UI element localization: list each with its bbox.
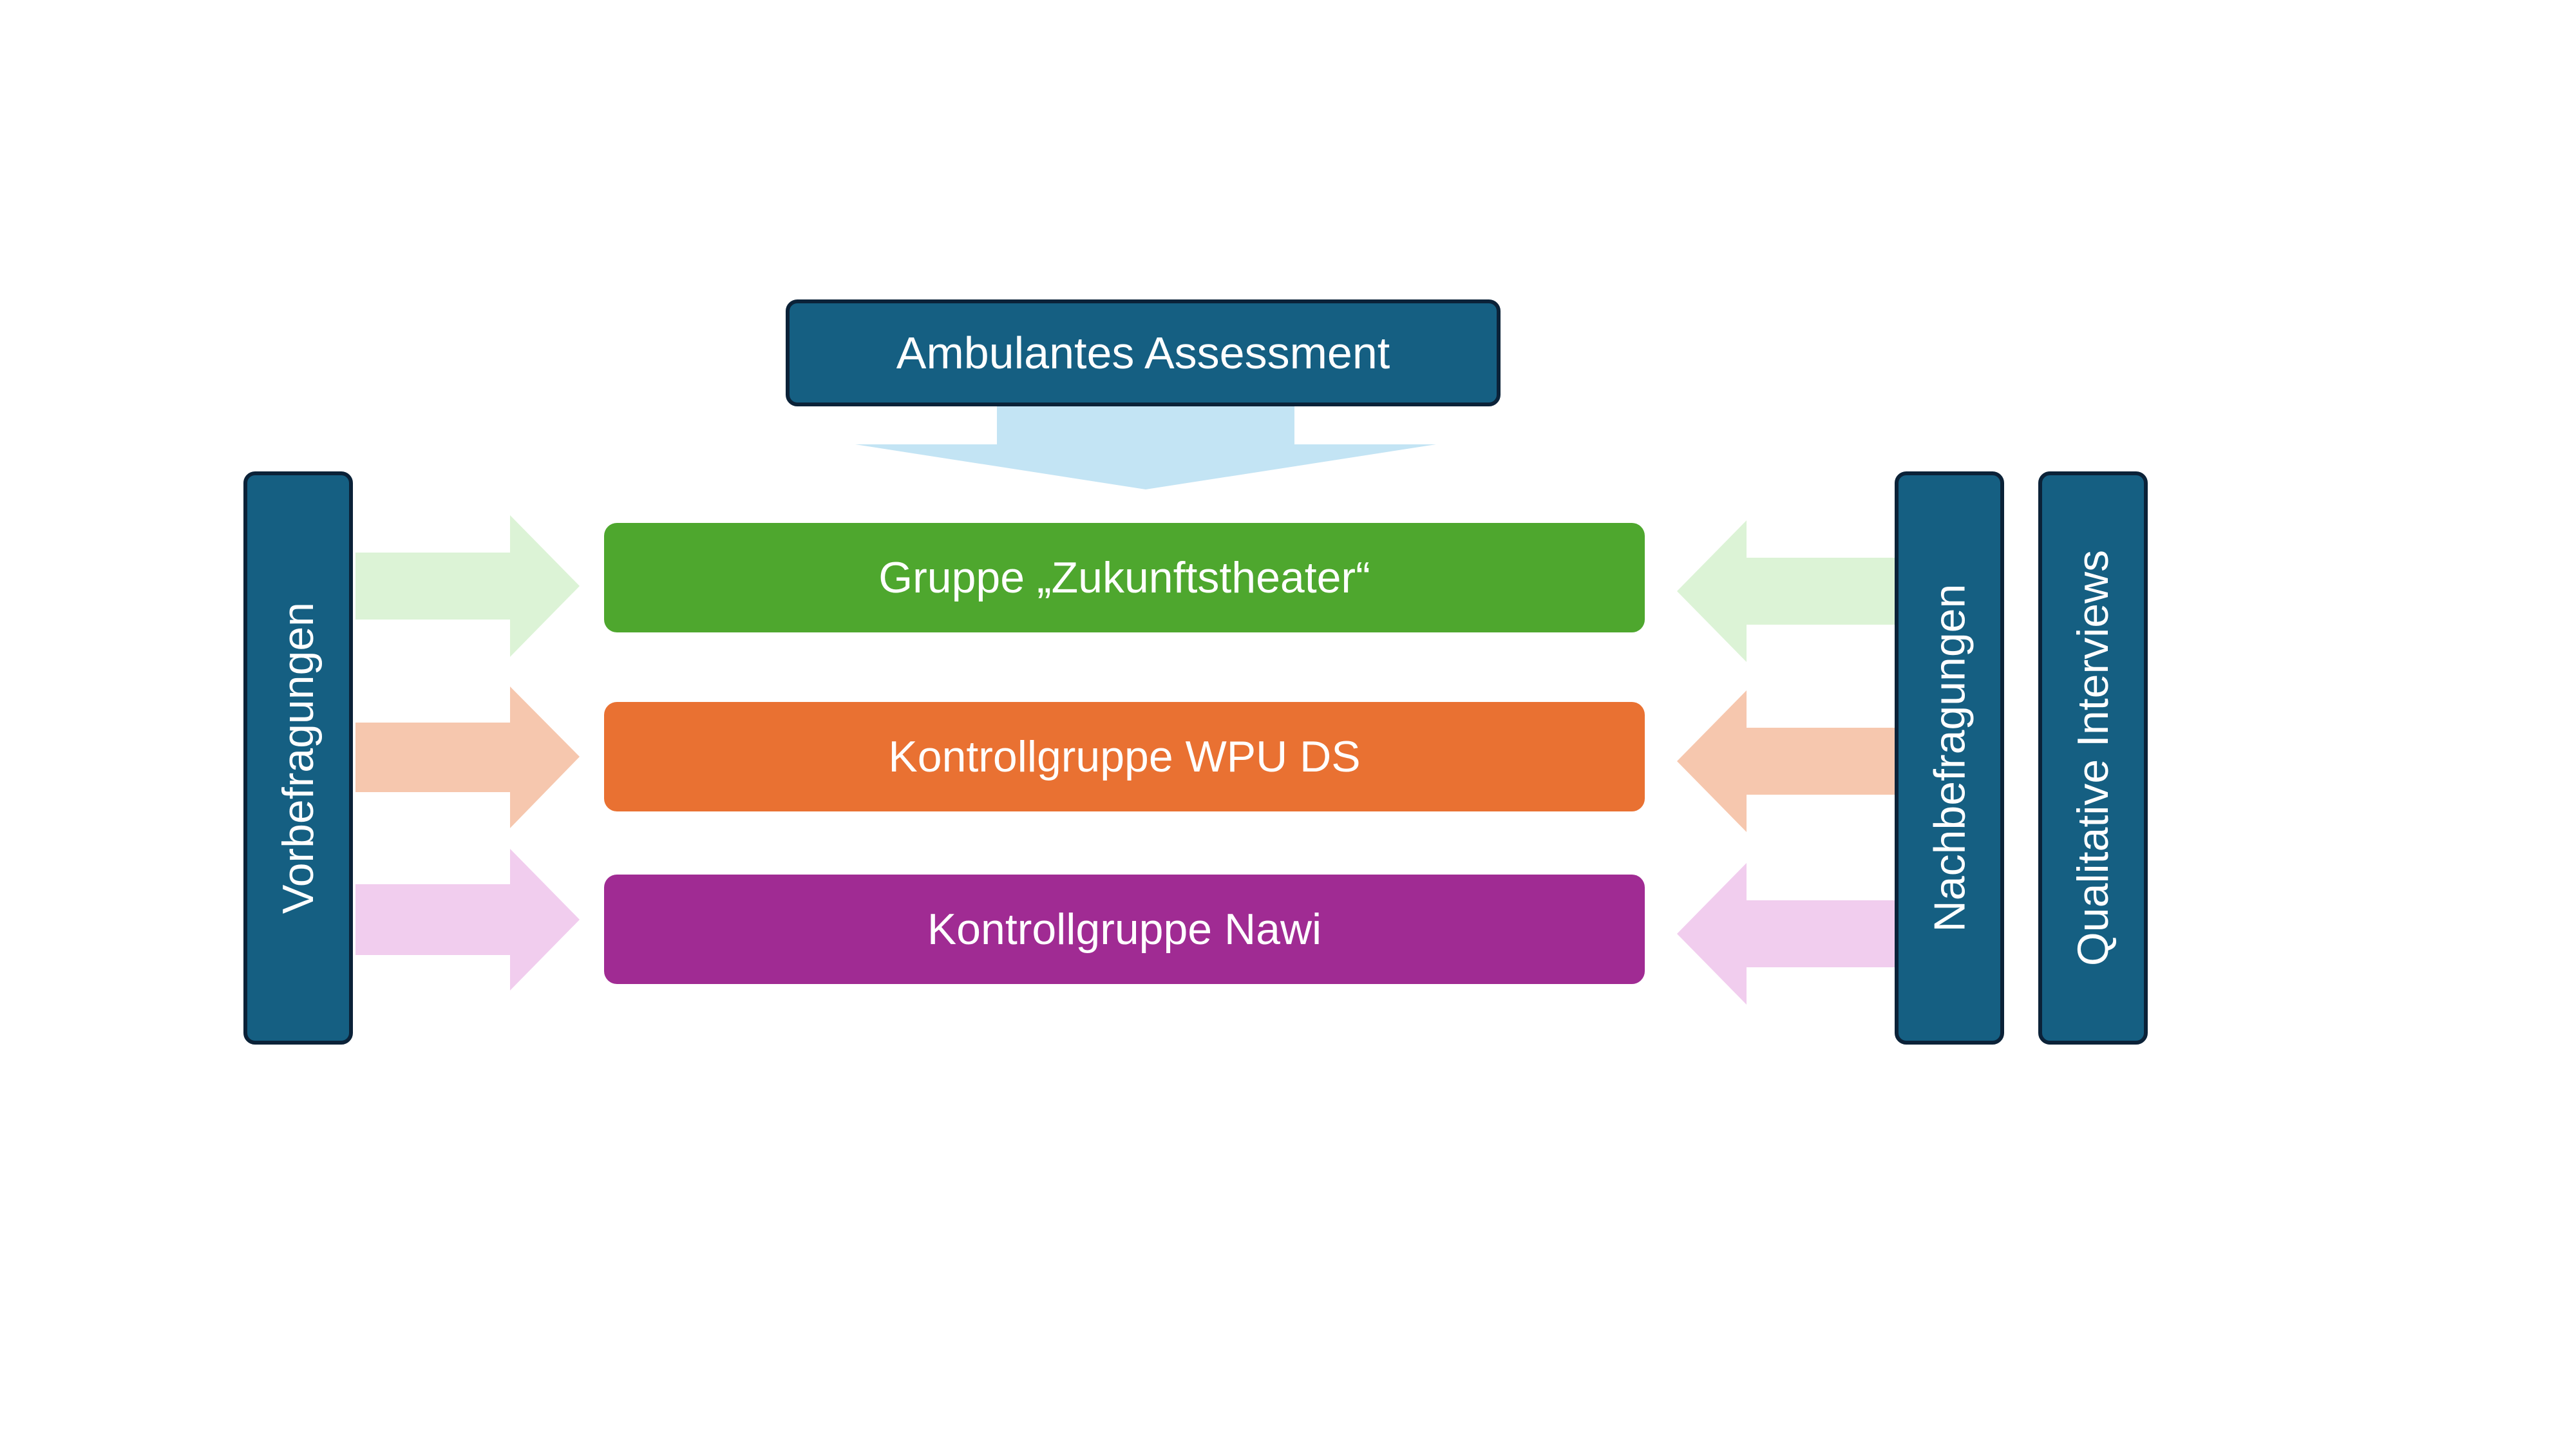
group-zukunftstheater-label: Gruppe „Zukunftstheater“ <box>878 553 1370 602</box>
vorbefragungen-box: Vorbefragungen <box>243 471 353 1045</box>
vorbefragungen-label: Vorbefragungen <box>274 602 323 914</box>
control-group-nawi-box: Kontrollgruppe Nawi <box>604 875 1645 984</box>
arrow-pre-nawi <box>355 849 580 990</box>
arrow-post-zukunft <box>1677 520 1900 662</box>
group-zukunftstheater-box: Gruppe „Zukunftstheater“ <box>604 523 1645 632</box>
arrow-post-wpu <box>1677 690 1900 832</box>
control-group-wpu-ds-box: Kontrollgruppe WPU DS <box>604 702 1645 811</box>
nachbefragungen-box: Nachbefragungen <box>1895 471 2004 1045</box>
control-group-wpu-ds-label: Kontrollgruppe WPU DS <box>888 732 1361 781</box>
control-group-nawi-label: Kontrollgruppe Nawi <box>927 905 1322 954</box>
down-arrow-assessment <box>855 404 1436 489</box>
nachbefragungen-label: Nachbefragungen <box>1925 583 1974 933</box>
arrow-post-nawi <box>1677 863 1900 1005</box>
arrow-pre-wpu <box>355 687 580 828</box>
qualitative-interviews-box: Qualitative Interviews <box>2038 471 2148 1045</box>
ambulantes-assessment-label: Ambulantes Assessment <box>896 328 1390 378</box>
arrow-pre-zukunft <box>355 515 580 657</box>
qualitative-interviews-label: Qualitative Interviews <box>2069 549 2118 967</box>
ambulantes-assessment-box: Ambulantes Assessment <box>786 299 1501 406</box>
